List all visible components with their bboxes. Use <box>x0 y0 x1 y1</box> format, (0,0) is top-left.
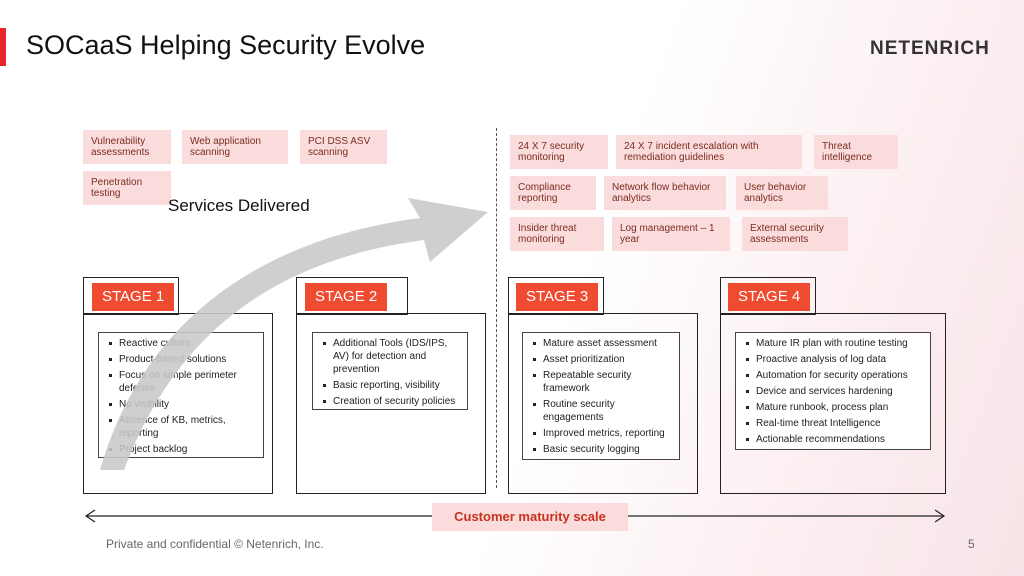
list-item: Real-time threat Intelligence <box>746 417 924 430</box>
stage-4-panel <box>720 313 946 494</box>
list-item: Proactive analysis of log data <box>746 353 924 366</box>
list-item: Basic security logging <box>533 443 673 456</box>
list-item: Mature asset assessment <box>533 337 673 350</box>
page-title: SOCaaS Helping Security Evolve <box>26 30 426 60</box>
list-item: Basic reporting, visibility <box>323 379 461 392</box>
stage-2-tab <box>296 277 408 315</box>
service-box-log-management: Log management – 1 year <box>612 217 730 251</box>
services-delivered-label: Services Delivered <box>168 196 310 215</box>
stage-4-tab <box>720 277 816 315</box>
stage-3-tab <box>508 277 604 315</box>
stage-2-panel <box>296 313 486 494</box>
list-item: Repeatable security framework <box>533 369 673 395</box>
service-box-network-flow: Network flow behavior analytics <box>604 176 726 210</box>
maturity-scale-label: Customer maturity scale <box>432 503 628 531</box>
service-box-monitoring: 24 X 7 security monitoring <box>510 135 608 169</box>
list-item: Asset prioritization <box>533 353 673 366</box>
list-item: Creation of security policies <box>323 395 461 408</box>
service-box-threat-intel: Threat intelligence <box>814 135 898 169</box>
stage-2-label: STAGE 2 <box>305 283 388 311</box>
footer-text: Private and confidential © Netenrich, In… <box>106 537 324 551</box>
list-item: Mature IR plan with routine testing <box>746 337 924 350</box>
list-item: Improved metrics, reporting <box>533 427 673 440</box>
service-box-external-assessment: External security assessments <box>742 217 848 251</box>
list-item: Automation for security operations <box>746 369 924 382</box>
list-item: Mature runbook, process plan <box>746 401 924 414</box>
list-item: Additional Tools (IDS/IPS, AV) for detec… <box>323 337 461 376</box>
list-item: Reactive culture <box>109 337 257 350</box>
divider-dashed-line <box>496 128 497 488</box>
service-box-compliance: Compliance reporting <box>510 176 596 210</box>
stage-1-tab <box>83 277 179 315</box>
service-box-pci: PCI DSS ASV scanning <box>300 130 387 164</box>
stage-4-list: Mature IR plan with routine testing Proa… <box>735 332 931 450</box>
stage-2-list: Additional Tools (IDS/IPS, AV) for detec… <box>312 332 468 410</box>
service-box-penetration: Penetration testing <box>83 171 171 205</box>
netenrich-logo: NETENRICH <box>870 38 990 59</box>
stage-4-label: STAGE 4 <box>728 283 811 311</box>
service-box-user-behavior: User behavior analytics <box>736 176 828 210</box>
service-box-insider-threat: Insider threat monitoring <box>510 217 604 251</box>
service-box-vulnerability: Vulnerability assessments <box>83 130 171 164</box>
service-box-incident-escalation: 24 X 7 incident escalation with remediat… <box>616 135 802 169</box>
title-accent-bar <box>0 28 6 66</box>
service-box-web-scanning: Web application scanning <box>182 130 288 164</box>
list-item: Actionable recommendations <box>746 433 924 446</box>
stage-1-label: STAGE 1 <box>92 283 175 311</box>
stage-3-label: STAGE 3 <box>516 283 599 311</box>
list-item: Device and services hardening <box>746 385 924 398</box>
page-number: 5 <box>968 537 975 551</box>
stage-3-list: Mature asset assessment Asset prioritiza… <box>522 332 680 460</box>
list-item: Routine security engagements <box>533 398 673 424</box>
